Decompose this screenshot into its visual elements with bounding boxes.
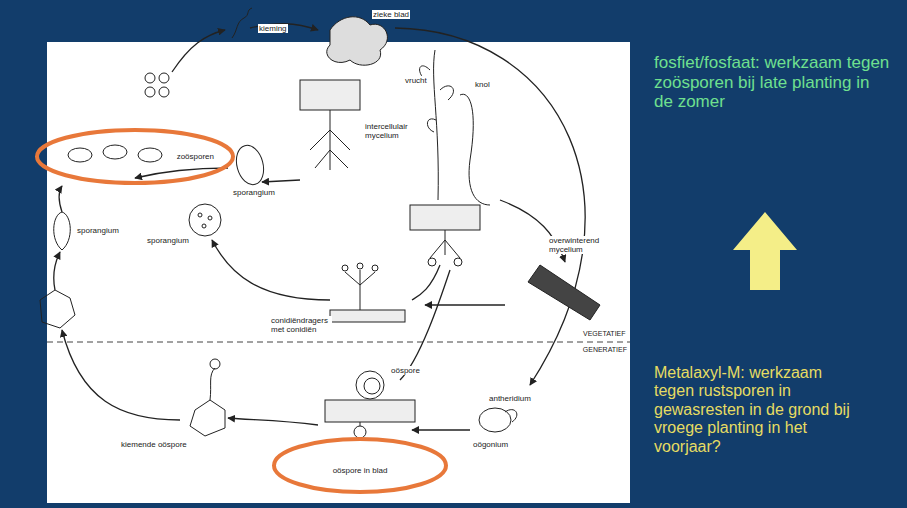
- divider-line: [47, 342, 630, 343]
- node-label: oöspore in blad: [332, 466, 389, 475]
- node-label: zoösporen: [176, 152, 215, 161]
- organism-sketches: [40, 8, 600, 438]
- part-label: sporangium: [232, 188, 276, 197]
- part-label: vrucht: [404, 76, 428, 85]
- part-label: oögonium: [472, 440, 509, 449]
- highlight-ellipse: zoösporen: [35, 128, 235, 185]
- part-label: kiemende oöspore: [120, 440, 188, 449]
- part-label: oöspore: [390, 366, 421, 375]
- part-label: overwinterend mycelium: [548, 236, 620, 254]
- cycle-arrows: [54, 24, 585, 430]
- up-arrow: [733, 212, 797, 290]
- part-label: sporangium: [76, 226, 120, 235]
- part-label: antheridium: [488, 394, 532, 403]
- part-label: sporangium: [146, 236, 190, 245]
- highlight-ellipse: oöspore in blad: [272, 437, 448, 494]
- white-panel: [47, 42, 630, 503]
- part-label: zieke blad: [372, 10, 410, 19]
- part-label: intercellulair mycelium: [364, 122, 426, 140]
- part-label: knol: [474, 80, 491, 89]
- note-text: Metalaxyl-M: werkzaam tegen rustsporen i…: [654, 364, 859, 456]
- note-text: fosfiet/fosfaat: werkzaam tegen zoöspore…: [654, 53, 892, 112]
- part-label: VEGETATIEF: [582, 330, 627, 338]
- part-label: kieming: [258, 24, 288, 33]
- part-label: conidiëndragers met conidiën: [270, 316, 332, 334]
- part-label: GENERATIEF: [582, 346, 628, 354]
